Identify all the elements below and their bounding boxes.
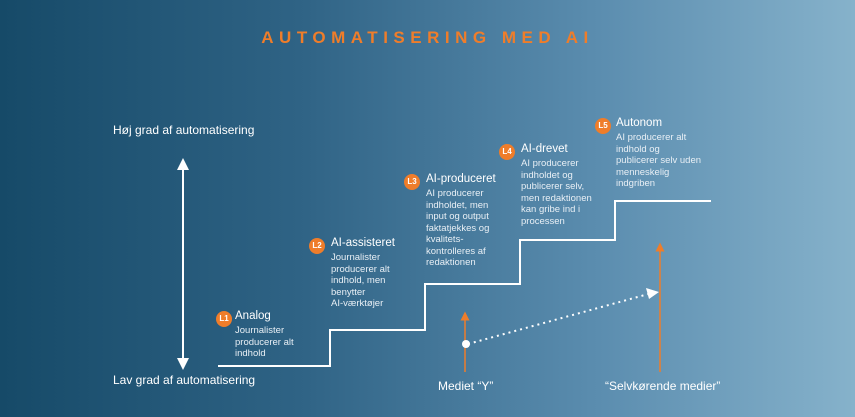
level-title-l5: Autonom — [616, 117, 663, 129]
level-title-l3: AI-produceret — [426, 173, 496, 185]
marker-y-label: Mediet “Y” — [438, 379, 494, 393]
mediet-y-dot — [462, 340, 470, 348]
axis-arrowhead-down — [177, 358, 189, 370]
level-title-l4: AI-drevet — [521, 143, 568, 155]
level-badge-l1: L1 — [216, 311, 232, 327]
level-title-l2: AI-assisteret — [331, 237, 395, 249]
axis-low-label: Lav grad af automatisering — [113, 373, 256, 387]
level-badge-l5: L5 — [595, 118, 611, 134]
diagram-title: AUTOMATISERING MED AI — [261, 28, 594, 47]
level-badge-l3: L3 — [404, 174, 420, 190]
level-title-l1: Analog — [235, 310, 271, 322]
axis-high-label: Høj grad af automatisering — [113, 123, 255, 137]
level-badge-l4: L4 — [499, 144, 515, 160]
progression-arrowhead — [646, 288, 659, 299]
level-badge-l2: L2 — [309, 238, 325, 254]
staircase-line — [218, 200, 711, 367]
marker-self-driving-label: “Selvkørende medier” — [605, 379, 721, 393]
axis-arrowhead-up — [177, 158, 189, 170]
progression-arrow — [467, 292, 653, 345]
